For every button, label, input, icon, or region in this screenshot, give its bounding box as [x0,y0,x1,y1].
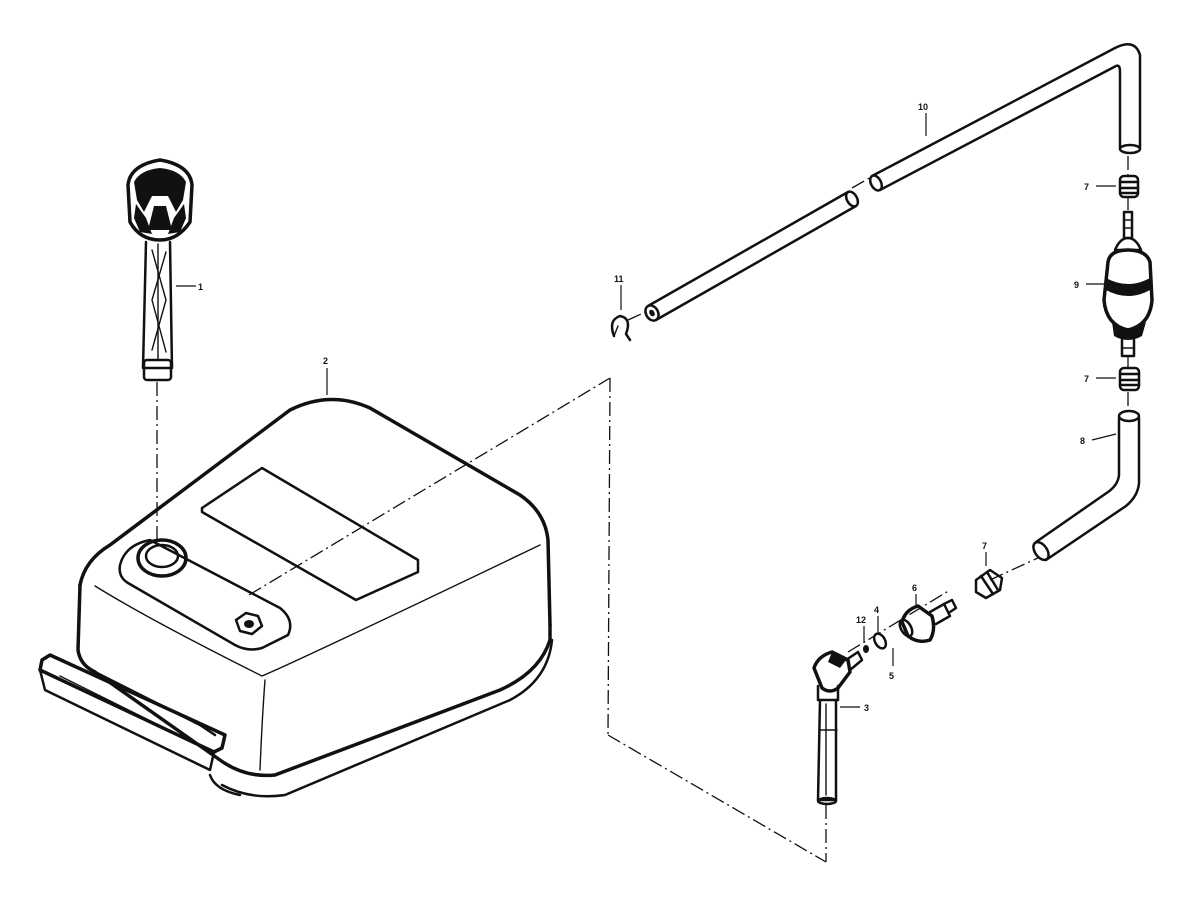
callout-6: 6 [912,583,917,593]
callout-8: 8 [1080,436,1085,446]
connector-6-part [898,598,958,644]
primer-bulb-9-part [1102,210,1154,358]
fuel-gauge-cap-part [126,158,194,382]
hose-8-part [1032,409,1141,562]
clamp-7-top-part [1118,174,1140,199]
callout-3: 3 [864,703,869,713]
callout-7-lower: 7 [982,541,987,551]
clamp-7-mid-part [1118,366,1141,392]
callout-4: 4 [874,605,879,615]
callout-7-top: 7 [1084,182,1089,192]
small-parts-12-4-5 [863,632,888,653]
callout-5: 5 [889,671,894,681]
callout-leaders [176,113,1117,708]
elbow-tube-3-part [812,650,864,806]
callout-2: 2 [323,356,328,366]
hose-10-part [644,43,1142,322]
callout-10: 10 [918,102,928,112]
callout-12: 12 [856,615,866,625]
clip-11-part [610,314,632,342]
clamp-7-lower-part [974,568,1004,600]
fuel-tank-part [38,397,554,798]
callout-9: 9 [1074,280,1079,290]
callout-7-mid: 7 [1084,374,1089,384]
callout-1: 1 [198,282,203,292]
callout-11: 11 [614,274,624,284]
callout-labels: 1 2 3 4 5 6 7 7 7 8 9 10 11 12 [198,102,1089,713]
alignment-lines [156,156,1129,863]
